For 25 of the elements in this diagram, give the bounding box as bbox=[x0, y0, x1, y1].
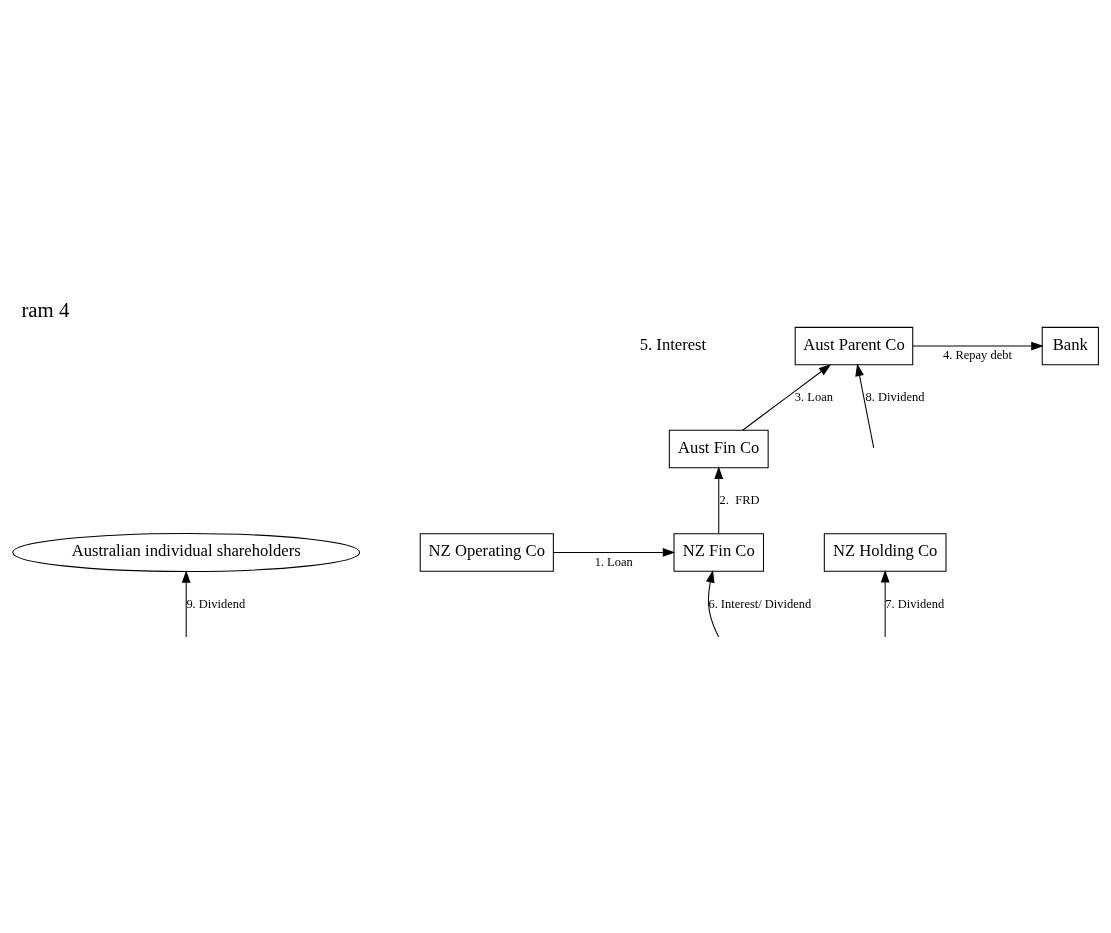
arrow bbox=[705, 569, 720, 637]
arrow bbox=[714, 466, 724, 534]
arrow bbox=[181, 569, 191, 638]
node-box: NZ Holding Co bbox=[823, 532, 947, 572]
arrow bbox=[553, 547, 676, 557]
node-box: Aust Fin Co bbox=[668, 429, 769, 468]
edge-label: 9. Dividend bbox=[186, 596, 246, 611]
edge-label: 6. Interest/ Dividend bbox=[708, 596, 812, 611]
arrow bbox=[912, 341, 1044, 350]
edge-label: 3. Loan bbox=[794, 389, 833, 404]
edge-label: 7. Dividend bbox=[885, 596, 945, 611]
edge-label: 4. Repay debt bbox=[943, 347, 1012, 362]
edge-label: 8. Dividend bbox=[865, 389, 925, 404]
node-box: Bank bbox=[1041, 326, 1099, 365]
diagram-title: ram 4 bbox=[21, 297, 70, 321]
arrow bbox=[742, 363, 832, 431]
node-box: Aust Parent Co bbox=[794, 326, 914, 365]
node-ellipse: Australian individual shareholders bbox=[12, 532, 361, 572]
node-box: NZ Fin Co bbox=[673, 532, 764, 572]
arrow bbox=[855, 363, 875, 448]
edge-label: 2. FRD bbox=[719, 492, 760, 507]
node-box: NZ Operating Co bbox=[419, 532, 554, 572]
label: 5. Interest bbox=[639, 334, 707, 354]
edge-label: 1. Loan bbox=[594, 554, 633, 569]
arrow bbox=[880, 569, 890, 638]
